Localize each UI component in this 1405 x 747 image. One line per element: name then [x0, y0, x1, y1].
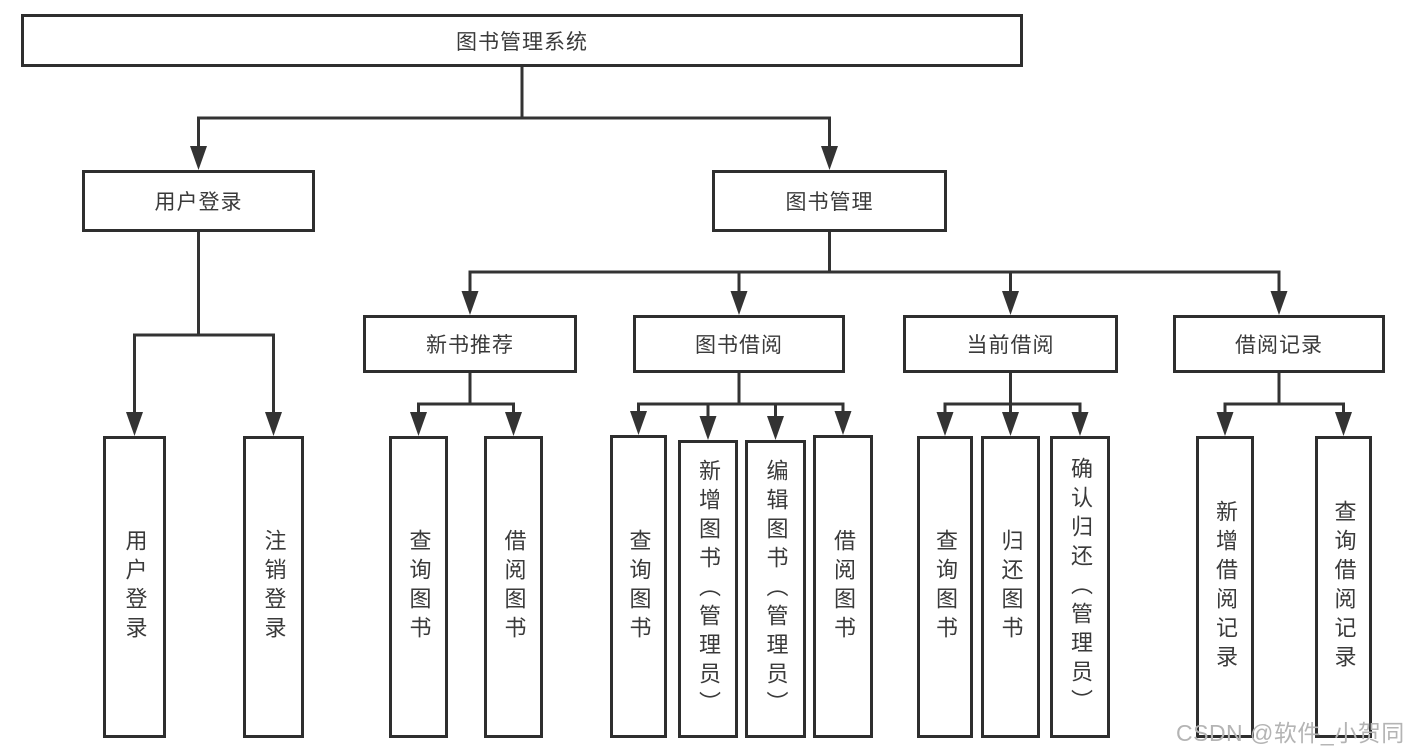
node-label: 用户登录 [122, 529, 148, 645]
node-cb-confirm-return: 确认归还（管理员） [1050, 436, 1110, 738]
arrowhead-icon [834, 411, 852, 435]
node-br-query-record: 查询借阅记录 [1315, 436, 1372, 738]
node-label: 用户登录 [154, 191, 243, 214]
connector-book-borrow [630, 373, 852, 440]
node-label: 查询图书 [626, 528, 652, 645]
arrowhead-icon [730, 291, 748, 315]
node-label: 新增借阅记录 [1213, 500, 1238, 674]
arrowhead-icon [190, 146, 207, 170]
connector-current-borrow [936, 373, 1089, 436]
node-root: 图书管理系统 [21, 14, 1023, 67]
arrowhead-icon [505, 412, 522, 436]
node-label: 查询借阅记录 [1331, 500, 1357, 674]
node-book-borrow: 图书借阅 [633, 315, 845, 373]
node-label: 编辑图书（管理员） [763, 458, 789, 720]
node-borrow-records: 借阅记录 [1173, 315, 1385, 373]
node-nbr-query-books: 查询图书 [389, 436, 448, 738]
arrowhead-icon [265, 412, 282, 436]
arrowhead-icon [767, 416, 784, 440]
node-user-login: 用户登录 [82, 170, 315, 232]
node-current-borrow: 当前借阅 [903, 315, 1118, 373]
connector-new-book-rec [410, 373, 522, 436]
node-label: 查询图书 [933, 529, 958, 645]
arrowhead-icon [461, 291, 479, 315]
arrowhead-icon [1216, 412, 1234, 436]
node-label: 借阅图书 [831, 528, 856, 645]
node-label: 新书推荐 [426, 334, 514, 357]
node-label: 图书管理系统 [456, 30, 588, 54]
connector-user-login [126, 232, 282, 436]
arrowhead-icon [1270, 291, 1288, 315]
node-label: 借阅图书 [501, 529, 527, 645]
node-label: 图书管理 [785, 191, 874, 214]
arrowhead-icon [936, 412, 954, 436]
node-logout: 注销登录 [243, 436, 304, 738]
node-new-book-rec: 新书推荐 [363, 315, 577, 373]
arrowhead-icon [630, 411, 647, 435]
arrowhead-icon [410, 412, 427, 436]
arrowhead-icon [821, 146, 838, 170]
arrowhead-icon [699, 416, 717, 440]
connector-book-mgmt [461, 232, 1288, 315]
node-label: 注销登录 [261, 529, 287, 645]
arrowhead-icon [1002, 291, 1019, 315]
node-label: 确认归还（管理员） [1068, 456, 1093, 718]
connector-root [190, 67, 838, 170]
node-cb-return-books: 归还图书 [981, 436, 1040, 738]
node-bb-query-books: 查询图书 [610, 435, 667, 738]
node-book-mgmt: 图书管理 [712, 170, 947, 232]
node-user-login-entry: 用户登录 [103, 436, 166, 738]
arrowhead-icon [1335, 412, 1352, 436]
node-cb-query-books: 查询图书 [917, 436, 973, 738]
node-label: 查询图书 [406, 529, 432, 645]
node-nbr-borrow-books: 借阅图书 [484, 436, 543, 738]
node-label: 新增图书（管理员） [696, 458, 721, 720]
connector-borrow-records [1216, 373, 1352, 436]
node-bb-borrow-books: 借阅图书 [813, 435, 873, 738]
node-label: 归还图书 [998, 529, 1024, 645]
node-label: 图书借阅 [695, 334, 783, 357]
arrowhead-icon [1071, 412, 1089, 436]
node-br-add-record: 新增借阅记录 [1196, 436, 1254, 738]
node-bb-add-books: 新增图书（管理员） [678, 440, 738, 738]
node-label: 当前借阅 [966, 334, 1055, 357]
arrowhead-icon [1002, 412, 1019, 436]
node-bb-edit-books: 编辑图书（管理员） [745, 440, 806, 738]
node-label: 借阅记录 [1235, 334, 1323, 357]
arrowhead-icon [126, 412, 143, 436]
watermark: CSDN @软件_小贺同学 [1176, 720, 1405, 746]
